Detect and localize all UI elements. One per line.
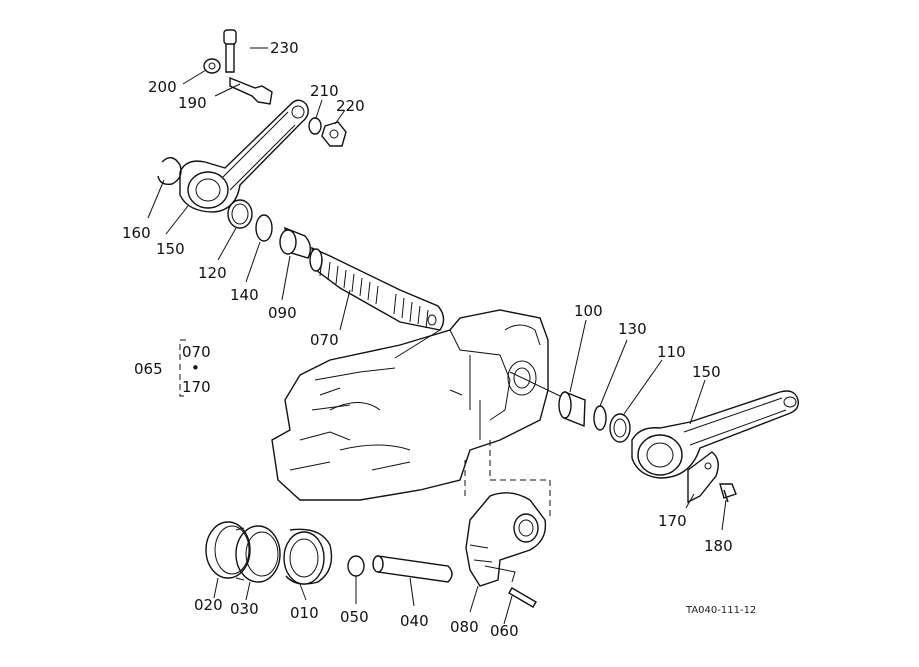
circlip-160	[157, 157, 182, 186]
label-220: 220	[336, 97, 365, 115]
piston-010	[283, 528, 333, 585]
leader-lines	[147, 47, 727, 625]
label-110: 110	[657, 343, 686, 361]
shaft-axis-line	[509, 371, 561, 397]
label-200: 200	[148, 78, 177, 96]
label-080: 080	[450, 618, 479, 636]
label-150-left: 150	[156, 240, 185, 258]
oring-050	[347, 555, 365, 577]
bushing-090	[279, 226, 312, 259]
ring-020	[205, 521, 251, 579]
label-180: 180	[704, 537, 733, 555]
left-lift-arm	[179, 99, 309, 213]
label-120: 120	[198, 264, 227, 282]
label-230: 230	[270, 39, 299, 57]
group-bottom-label: 170	[182, 378, 211, 396]
callout-labels: 230 200 190 210 220 160 150 120 140 090 …	[122, 39, 756, 640]
label-090: 090	[268, 304, 297, 322]
label-020: 020	[194, 596, 223, 614]
label-160: 160	[122, 224, 151, 242]
label-150-right: 150	[692, 363, 721, 381]
label-030: 030	[230, 600, 259, 618]
ring-210	[308, 117, 322, 135]
bushing-110	[609, 413, 631, 443]
label-010: 010	[290, 604, 319, 622]
group-id-label: 065	[134, 360, 163, 378]
label-190: 190	[178, 94, 207, 112]
pin-060	[508, 587, 537, 608]
group-bullet: •	[191, 359, 200, 377]
bushing-120	[227, 199, 253, 229]
group-top-label: 070	[182, 343, 211, 361]
oring-140	[255, 214, 273, 242]
lift-shaft-070	[309, 246, 445, 359]
label-040: 040	[400, 612, 429, 630]
pin-230	[223, 29, 237, 73]
pin-190	[229, 76, 273, 105]
label-070: 070	[310, 331, 339, 349]
label-100: 100	[574, 302, 603, 320]
nut-220	[321, 121, 347, 147]
label-050: 050	[340, 608, 369, 626]
rod-040	[372, 555, 453, 583]
washer-200	[203, 58, 221, 74]
right-lift-arm	[631, 390, 799, 479]
label-140: 140	[230, 286, 259, 304]
label-210: 210	[310, 82, 339, 100]
transmission-housing	[271, 309, 551, 520]
lift-arm-080	[465, 492, 547, 587]
group-bracket-065	[179, 339, 186, 397]
bracket-170	[687, 451, 719, 504]
figure-code: TA040-111-12	[685, 605, 756, 616]
label-170: 170	[658, 512, 687, 530]
bushing-100	[558, 390, 586, 428]
label-060: 060	[490, 622, 519, 640]
bolt-180	[719, 483, 737, 503]
label-130: 130	[618, 320, 647, 338]
seal-030	[235, 525, 281, 583]
oring-130	[593, 405, 607, 431]
